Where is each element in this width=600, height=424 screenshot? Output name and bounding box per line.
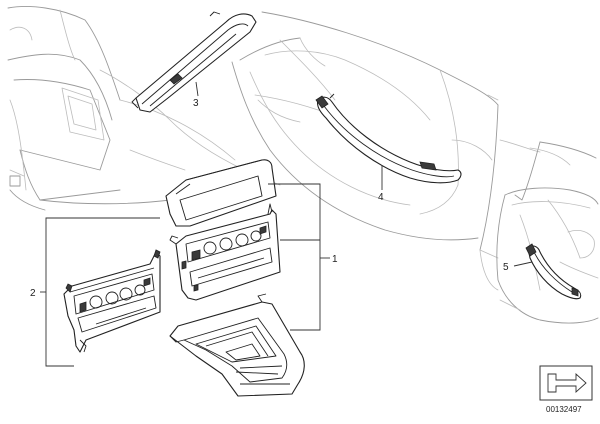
- part-5-rear-handle-trim: [525, 243, 582, 300]
- callout-5[interactable]: 5: [503, 262, 509, 273]
- callout-2[interactable]: 2: [30, 288, 36, 299]
- part-2-control-panel: [63, 249, 161, 353]
- front-door-panel-outline: [231, 11, 541, 259]
- callout-4[interactable]: 4: [378, 192, 384, 203]
- callouts: 1 2 3 4 5: [30, 98, 509, 299]
- part-4-door-handle-trim: [315, 93, 462, 184]
- callout-1[interactable]: 1: [332, 254, 338, 265]
- part-1-console-set: [165, 159, 305, 397]
- arrow-icon[interactable]: [539, 365, 593, 401]
- reference-number: 00132497: [546, 405, 582, 414]
- leader-lines: [40, 81, 533, 367]
- part-3-trim-strip: [131, 11, 257, 113]
- callout-3[interactable]: 3: [193, 98, 199, 109]
